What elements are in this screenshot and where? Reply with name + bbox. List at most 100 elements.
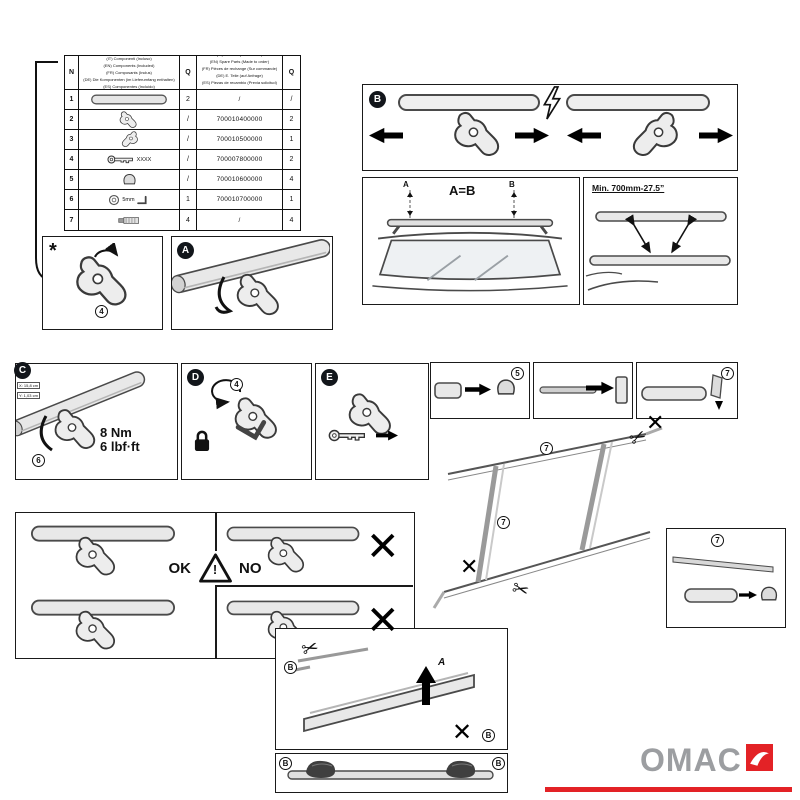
callout-7: 7 — [540, 442, 553, 455]
slide-clamps-illustration — [369, 86, 733, 156]
allen-key-icon — [137, 195, 150, 205]
col-header-n: N — [65, 56, 79, 90]
header-included-de: (DE) Die Komponenten (im Lieferumfang en… — [83, 77, 175, 82]
part-row-number: 4 — [65, 150, 79, 170]
screw-icon — [118, 216, 139, 224]
key-icon — [107, 154, 135, 165]
part-row-number: 2 — [65, 110, 79, 130]
callout-b: B — [279, 757, 292, 770]
header-code-label: Codice-Code-Código — [199, 88, 280, 89]
qty-cell: 2 — [180, 90, 197, 110]
code-cell: / — [197, 90, 283, 110]
spare-qty-cell: 4 — [289, 216, 294, 224]
panel-label-e: E — [321, 369, 338, 386]
panel-step-c: C X: 15,8 cm Y: 1,03 cm 6 8 Nm 6 lbf·ft — [14, 362, 178, 480]
part-row-number: 6 — [65, 190, 79, 210]
star-label: * — [49, 240, 57, 262]
panel-equal-spacing: A B A=B — [362, 177, 580, 305]
part-row-number: 7 — [65, 210, 79, 230]
code-cell: 700010700000 — [197, 190, 283, 210]
dimension-x-tag: X: 15,8 cm — [17, 382, 41, 390]
dim-label-a: A — [403, 180, 409, 189]
panel-strip-trim: ✂ A B B ✕ — [275, 628, 508, 750]
ok-no-indicator: OK ! NO — [162, 551, 268, 585]
panel-label-d: D — [187, 369, 204, 386]
header-included-es: (ES) Componentes (Incluido) — [103, 84, 155, 89]
qty-cell: / — [180, 150, 197, 170]
callout-4: 4 — [230, 378, 243, 391]
col-header-q2: Q — [283, 56, 300, 90]
spare-qty-cell: 1 — [283, 190, 300, 210]
vertical-divider — [215, 513, 217, 658]
code-cell: 700010400000 — [197, 110, 283, 130]
col-header-components: (IT) Componenti (Incluso) (EN) Component… — [79, 56, 180, 90]
dim-label-b: B — [509, 180, 515, 189]
header-spare-de: (DE) E. Teile (auf Anfrage) — [216, 73, 263, 78]
brand-logo: OMAC — [640, 744, 773, 776]
bar-clamp-illustration — [172, 237, 330, 316]
header-included-en: (EN) Components (Included) — [103, 63, 155, 68]
min-span-label: Min. 700mm-27.5” — [592, 183, 665, 193]
car-roof-illustration — [370, 190, 570, 293]
panel-press-strip: B B — [275, 753, 508, 793]
callout-7: 7 — [497, 516, 510, 529]
part-icon-cell — [79, 90, 180, 110]
cap-insert-illustration — [434, 379, 515, 399]
callout-5: 5 — [511, 367, 524, 380]
part-row-number: 1 — [65, 90, 79, 110]
brand-name: OMAC — [640, 742, 742, 778]
spare-qty-cell: / — [283, 90, 300, 110]
part-icon-cell: XXXX — [79, 150, 180, 170]
part-row-number: 5 — [65, 170, 79, 190]
spare-qty-cell: 4 — [283, 170, 300, 190]
warning-triangle-icon: ! — [198, 553, 232, 583]
strip-end-illustration — [641, 374, 723, 410]
panel-step-a: A — [171, 236, 333, 330]
callout-7: 7 — [721, 367, 734, 380]
allen-size-label: 5mm — [122, 196, 135, 203]
clamp-mirrored-icon — [118, 131, 140, 148]
dimension-y-tag: Y: 1,03 cm — [17, 392, 40, 400]
panel-label-a: A — [177, 242, 194, 259]
key-code-label: XXXX — [136, 156, 152, 163]
part-icon-cell: 5mm — [79, 190, 180, 210]
x-mark-icon: ✕ — [646, 410, 665, 435]
correct-fit-illustration — [28, 521, 178, 579]
callout-7: 7 — [711, 534, 724, 547]
spare-qty-cell: 2 — [283, 150, 300, 170]
header-spare-es: (ES) Piezas de recambio (Previa solicitu… — [202, 80, 277, 85]
panel-min-span: Min. 700mm-27.5” — [583, 177, 738, 305]
qty-cell: / — [180, 130, 197, 150]
callout-4: 4 — [95, 305, 108, 318]
panel-cap-insert: 5 — [430, 362, 530, 419]
torque-illustration — [16, 368, 148, 452]
part-row-number: 3 — [65, 130, 79, 150]
torque-value: 8 Nm 6 lbf·ft — [100, 425, 140, 455]
callout-b: B — [482, 729, 495, 742]
brand-red-bar — [545, 787, 792, 792]
header-spare-it: (IT) Ricambi (A Richiesta) — [217, 56, 263, 57]
panel-step-e: E — [315, 363, 429, 480]
warning-exclamation: ! — [212, 562, 218, 577]
callout-b: B — [492, 757, 505, 770]
part-icon-cell — [79, 210, 180, 230]
parts-table: N (IT) Componenti (Incluso) (EN) Compone… — [64, 55, 301, 231]
x-mark-icon: ✕ — [460, 554, 479, 579]
panel-star-detail: * 4 — [42, 236, 163, 330]
roof-rails-diagram — [432, 426, 663, 609]
panel-step-d: D 4 — [181, 363, 312, 480]
strip-trim-illustration — [289, 647, 475, 733]
rotate-arrow-icon — [94, 243, 119, 258]
header-spare-fr: (FR) Pièces de rechange (Sur commande) — [201, 66, 278, 71]
part-icon-cell — [79, 110, 180, 130]
code-cell: 700007800000 — [197, 150, 283, 170]
no-label: NO — [239, 559, 262, 577]
panel-label-b: B — [369, 91, 386, 108]
code-cell: 700010500000 — [197, 130, 283, 150]
qty-cell: / — [180, 170, 197, 190]
x-mark-icon: ✕ — [366, 525, 400, 569]
clamp-icon — [117, 111, 141, 129]
header-included-fr: (FR) Composants (Inclus) — [106, 70, 152, 75]
header-included-it: (IT) Componenti (Incluso) — [106, 56, 152, 61]
